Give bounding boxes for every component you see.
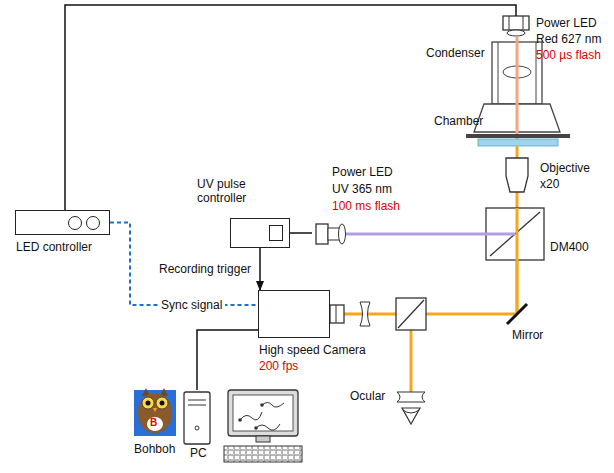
eye xyxy=(402,408,420,424)
ocular-lens xyxy=(397,392,425,402)
signal-label: Sync signal xyxy=(158,298,225,312)
part-label: Bohboh xyxy=(134,442,175,456)
controller-box: LED controller xyxy=(15,210,110,235)
signal-cable xyxy=(290,232,312,234)
image-light-path xyxy=(516,208,519,314)
mirror xyxy=(507,304,527,324)
node-label: UV pulse controller xyxy=(197,177,271,205)
led-unit: Power LED Red 627 nm 500 µs flash xyxy=(496,16,604,66)
controller-box: UV pulse controller xyxy=(230,218,290,248)
node-label: High speed Camera xyxy=(259,343,366,357)
image-light-path xyxy=(344,313,515,316)
red-led xyxy=(503,16,529,36)
chamber xyxy=(466,134,570,146)
flash-timing: 200 fps xyxy=(259,359,298,373)
panel-square xyxy=(269,225,283,241)
led-unit: Power LED UV 365 nm 100 ms flash xyxy=(312,165,403,247)
pc-unit: PC xyxy=(180,390,214,462)
diverging-lens xyxy=(360,302,370,326)
knob xyxy=(68,216,82,230)
flash-timing: 500 µs flash xyxy=(536,48,601,62)
camera-lens xyxy=(330,305,344,323)
signal-cable xyxy=(259,248,261,290)
uv-led xyxy=(316,224,346,244)
part-label: Mirror xyxy=(512,328,543,342)
owl-logo xyxy=(134,388,176,436)
signal-cable xyxy=(197,330,258,390)
objective-lens xyxy=(506,158,528,192)
node-label: LED controller xyxy=(16,240,92,254)
part-label: DM400 xyxy=(550,240,589,254)
part-label: Chamber xyxy=(434,114,483,128)
pc-tower xyxy=(184,392,210,444)
node-label: UV 365 nm xyxy=(332,182,392,196)
part-label: B xyxy=(150,417,157,428)
node-label: Power LED xyxy=(332,165,393,179)
beam-splitter xyxy=(396,298,426,330)
part-label: Ocular xyxy=(350,389,385,403)
flash-timing: 100 ms flash xyxy=(332,199,400,213)
part-label: Objective xyxy=(540,161,590,175)
camera-box: High speed Camera200 fps xyxy=(258,290,330,338)
part-label: x20 xyxy=(540,177,559,191)
signal-label: Recording trigger xyxy=(156,262,254,276)
red-light-path xyxy=(516,36,519,140)
node-label: PC xyxy=(190,446,207,460)
node-label: Red 627 nm xyxy=(536,32,601,46)
monitor xyxy=(224,390,302,462)
node-label: Power LED xyxy=(536,16,597,30)
uv-light-path xyxy=(345,233,515,236)
signal-cable xyxy=(65,5,516,210)
knob xyxy=(86,216,100,230)
part-label: Condenser xyxy=(426,46,485,60)
